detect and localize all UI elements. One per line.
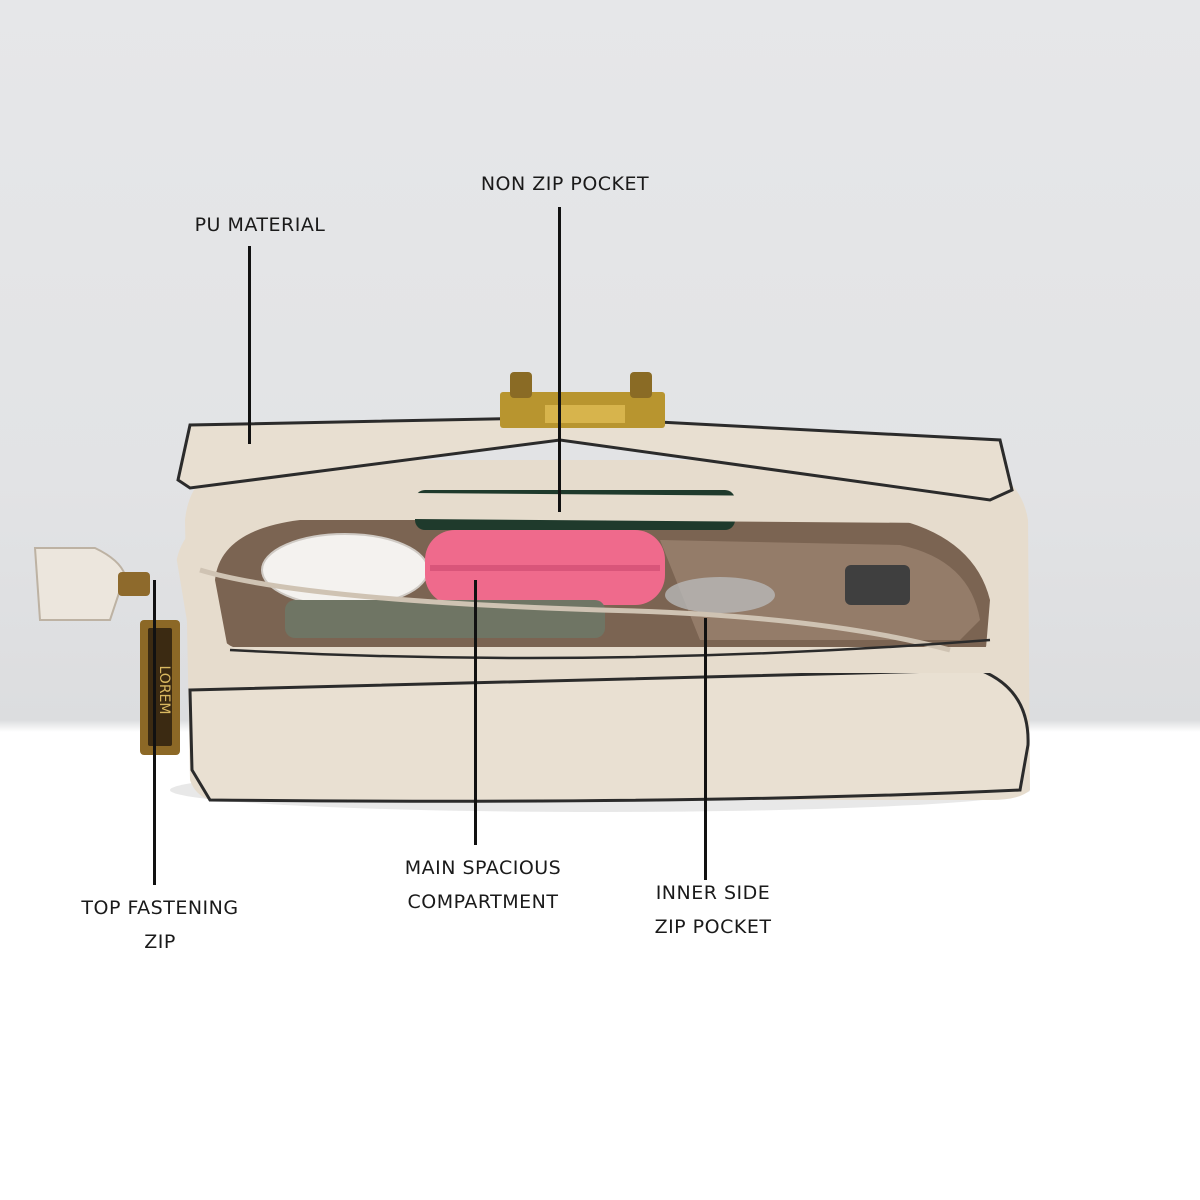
top-fastening-zip-label: TOP FASTENING ZIP	[81, 897, 239, 953]
non-zip-pocket-leader	[558, 207, 561, 512]
top-fastening-zip-leader	[153, 580, 156, 885]
clasp-screw-left	[510, 372, 532, 398]
sunglasses	[665, 577, 775, 613]
metal-object	[845, 565, 910, 605]
main-compartment-leader	[474, 580, 477, 845]
inner-side-zip-leader	[704, 618, 707, 880]
pocket-edge-trim	[229, 638, 991, 660]
main-compartment-label: MAIN SPACIOUS COMPARTMENT	[404, 857, 562, 913]
zipper-pull-tab	[33, 547, 127, 621]
zipper-track	[199, 567, 951, 653]
pu-material-label: PU MATERIAL	[194, 214, 326, 236]
zip-pocket-band	[176, 491, 1019, 673]
pu-material-leader	[248, 246, 251, 444]
zip-tag-text: LOREM	[156, 666, 172, 715]
bag-front-flap	[188, 668, 1030, 803]
clasp-lock	[545, 405, 625, 423]
zipper-slider	[118, 572, 150, 596]
pink-case-seam	[430, 565, 660, 571]
clasp-screw-right	[630, 372, 652, 398]
non-zip-pocket-label: NON ZIP POCKET	[480, 173, 650, 195]
phone	[285, 600, 605, 638]
bag-top-flap	[176, 416, 1014, 502]
inner-side-zip-label: INNER SIDE ZIP POCKET	[654, 882, 772, 938]
